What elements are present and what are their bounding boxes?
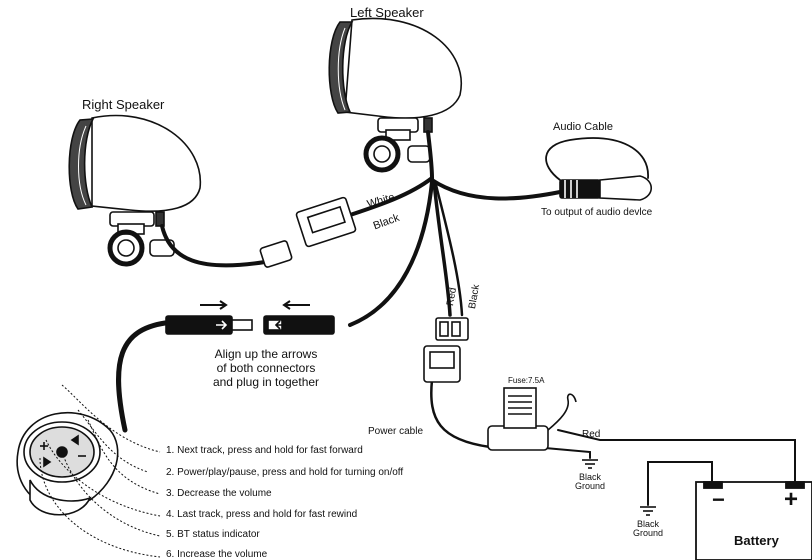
- to-output-label: To output of audio devlce: [541, 207, 653, 218]
- black-ground-2-line-1: Black: [636, 519, 659, 529]
- callout-5: 5. BT status indicator: [166, 529, 260, 540]
- power-connectors: [423, 317, 469, 383]
- callout-6: 6. Increase the volume: [166, 549, 268, 560]
- remote-plug-connectors: [165, 300, 335, 335]
- align-instruction-line-2: of both connectors: [216, 361, 316, 375]
- black-ground-1-line-1: Black: [578, 472, 601, 482]
- power-cable-label: Power cable: [368, 426, 424, 437]
- audio-cable-label: Audio Cable: [553, 121, 613, 133]
- ground-symbol-2: [640, 506, 656, 516]
- battery-illustration: [695, 481, 812, 560]
- fuse-label: Fuse:7.5A: [508, 376, 545, 385]
- callout-leaders: [39, 384, 161, 558]
- callout-1: 1. Next track, press and hold for fast f…: [166, 445, 363, 456]
- remote-control-illustration: [16, 411, 119, 516]
- black-ground-2-line-2: Ground: [632, 528, 664, 538]
- align-instruction-line-1: Align up the arrows: [214, 347, 318, 361]
- battery-minus-sign: −: [712, 487, 725, 512]
- callout-2: 2. Power/play/pause, press and hold for …: [166, 467, 404, 478]
- left-speaker-label: Left Speaker: [350, 5, 424, 20]
- speaker-extension-connectors: [259, 196, 357, 268]
- right-speaker-label: Right Speaker: [82, 97, 165, 112]
- callout-3: 3. Decrease the volume: [166, 488, 272, 499]
- battery-label: Battery: [734, 533, 779, 548]
- align-instruction-line-3: and plug in together: [212, 375, 320, 389]
- audio-jack: [559, 175, 653, 201]
- red-battery-wire-label: Red: [582, 429, 601, 440]
- callout-4: 4. Last track, press and hold for fast r…: [166, 509, 358, 520]
- left-speaker-illustration: [328, 17, 463, 173]
- black-ground-1-line-2: Ground: [574, 481, 606, 491]
- wires: [116, 130, 796, 506]
- right-speaker-illustration: [68, 114, 202, 267]
- fuse-holder: [487, 387, 577, 451]
- battery-plus-sign: +: [784, 486, 799, 513]
- ground-symbol-1: [582, 459, 598, 469]
